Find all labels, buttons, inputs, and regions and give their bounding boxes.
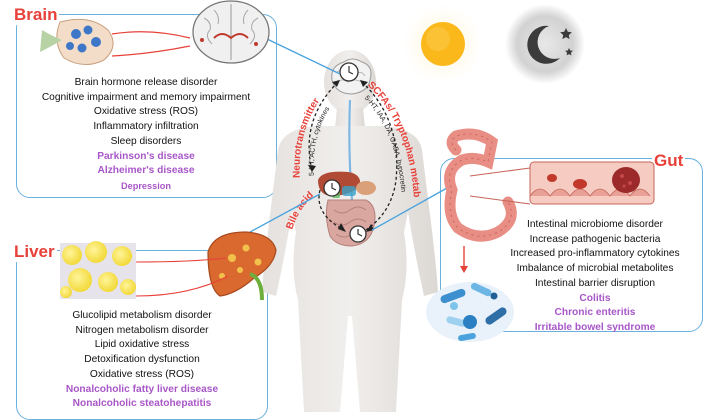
liver-title: Liver [12,242,57,262]
gut-symptom: Intestinal microbiome disorder [527,219,663,230]
brain-symptom: Brain hormone release disorder [74,77,218,88]
liver-disease: Nonalcoholic fatty liver disease [65,383,219,395]
brain-disease: Parkinson's disease [97,150,195,162]
brain-disease: Depression [120,180,172,191]
moon-icon [505,4,585,84]
liver-symptom: Nitrogen metabolism disorder [75,324,209,336]
sun-icon [403,4,483,84]
bacteria-icon [426,282,514,342]
liver-symptom: Glucolipid metabolism disorder [72,310,212,321]
gut-text-list: Intestinal microbiome disorder Increase … [494,218,696,336]
brain-disease: Alzheimer's disease [97,165,195,177]
gut-symptom: Increase pathogenic bacteria [529,233,661,245]
brain-symptom: Oxidative stress (ROS) [93,106,199,118]
liver-symptom: Lipid oxidative stress [94,339,190,351]
liver-icon [135,231,277,301]
brain-symptom: Cognitive impairment and memory impairme… [41,91,251,103]
gut-disease: Colitis [579,292,611,304]
brain-symptom: Sleep disorders [110,135,182,147]
brain-symptom: Inflammatory infiltration [93,121,199,133]
clock-icon [339,62,359,82]
connector-lines [249,37,448,233]
liver-disease: Nonalcoholic steatohepatitis [72,398,212,410]
liver-symptom: Oxidative stress (ROS) [89,368,195,380]
fat-cells-illustration [60,241,136,299]
gut-symptom: Increased pro-inflammatory cytokines [510,248,680,260]
clock-icon [349,225,367,243]
gut-symptom: Intestinal barrier disruption [534,277,656,289]
clock-icon [323,179,341,197]
arrow-down-icon [460,246,468,273]
brain-text-list: Brain hormone release disorder Cognitive… [26,76,266,194]
liver-symptom: Detoxification dysfunction [84,354,200,366]
gut-title: Gut [652,151,686,171]
synapse-illustration [40,18,191,65]
gut-disease: Irritable bowel syndrome [534,321,656,333]
liver-text-list: Glucolipid metabolism disorder Nitrogen … [26,309,258,412]
intestine-tissue-illustration [469,161,655,205]
gut-symptom: Imbalance of microbial metabolites [516,263,674,275]
brain-section-illustration [192,0,270,64]
colon-icon [444,128,517,242]
brain-title: Brain [12,5,60,25]
gut-disease: Chronic enteritis [554,307,636,319]
